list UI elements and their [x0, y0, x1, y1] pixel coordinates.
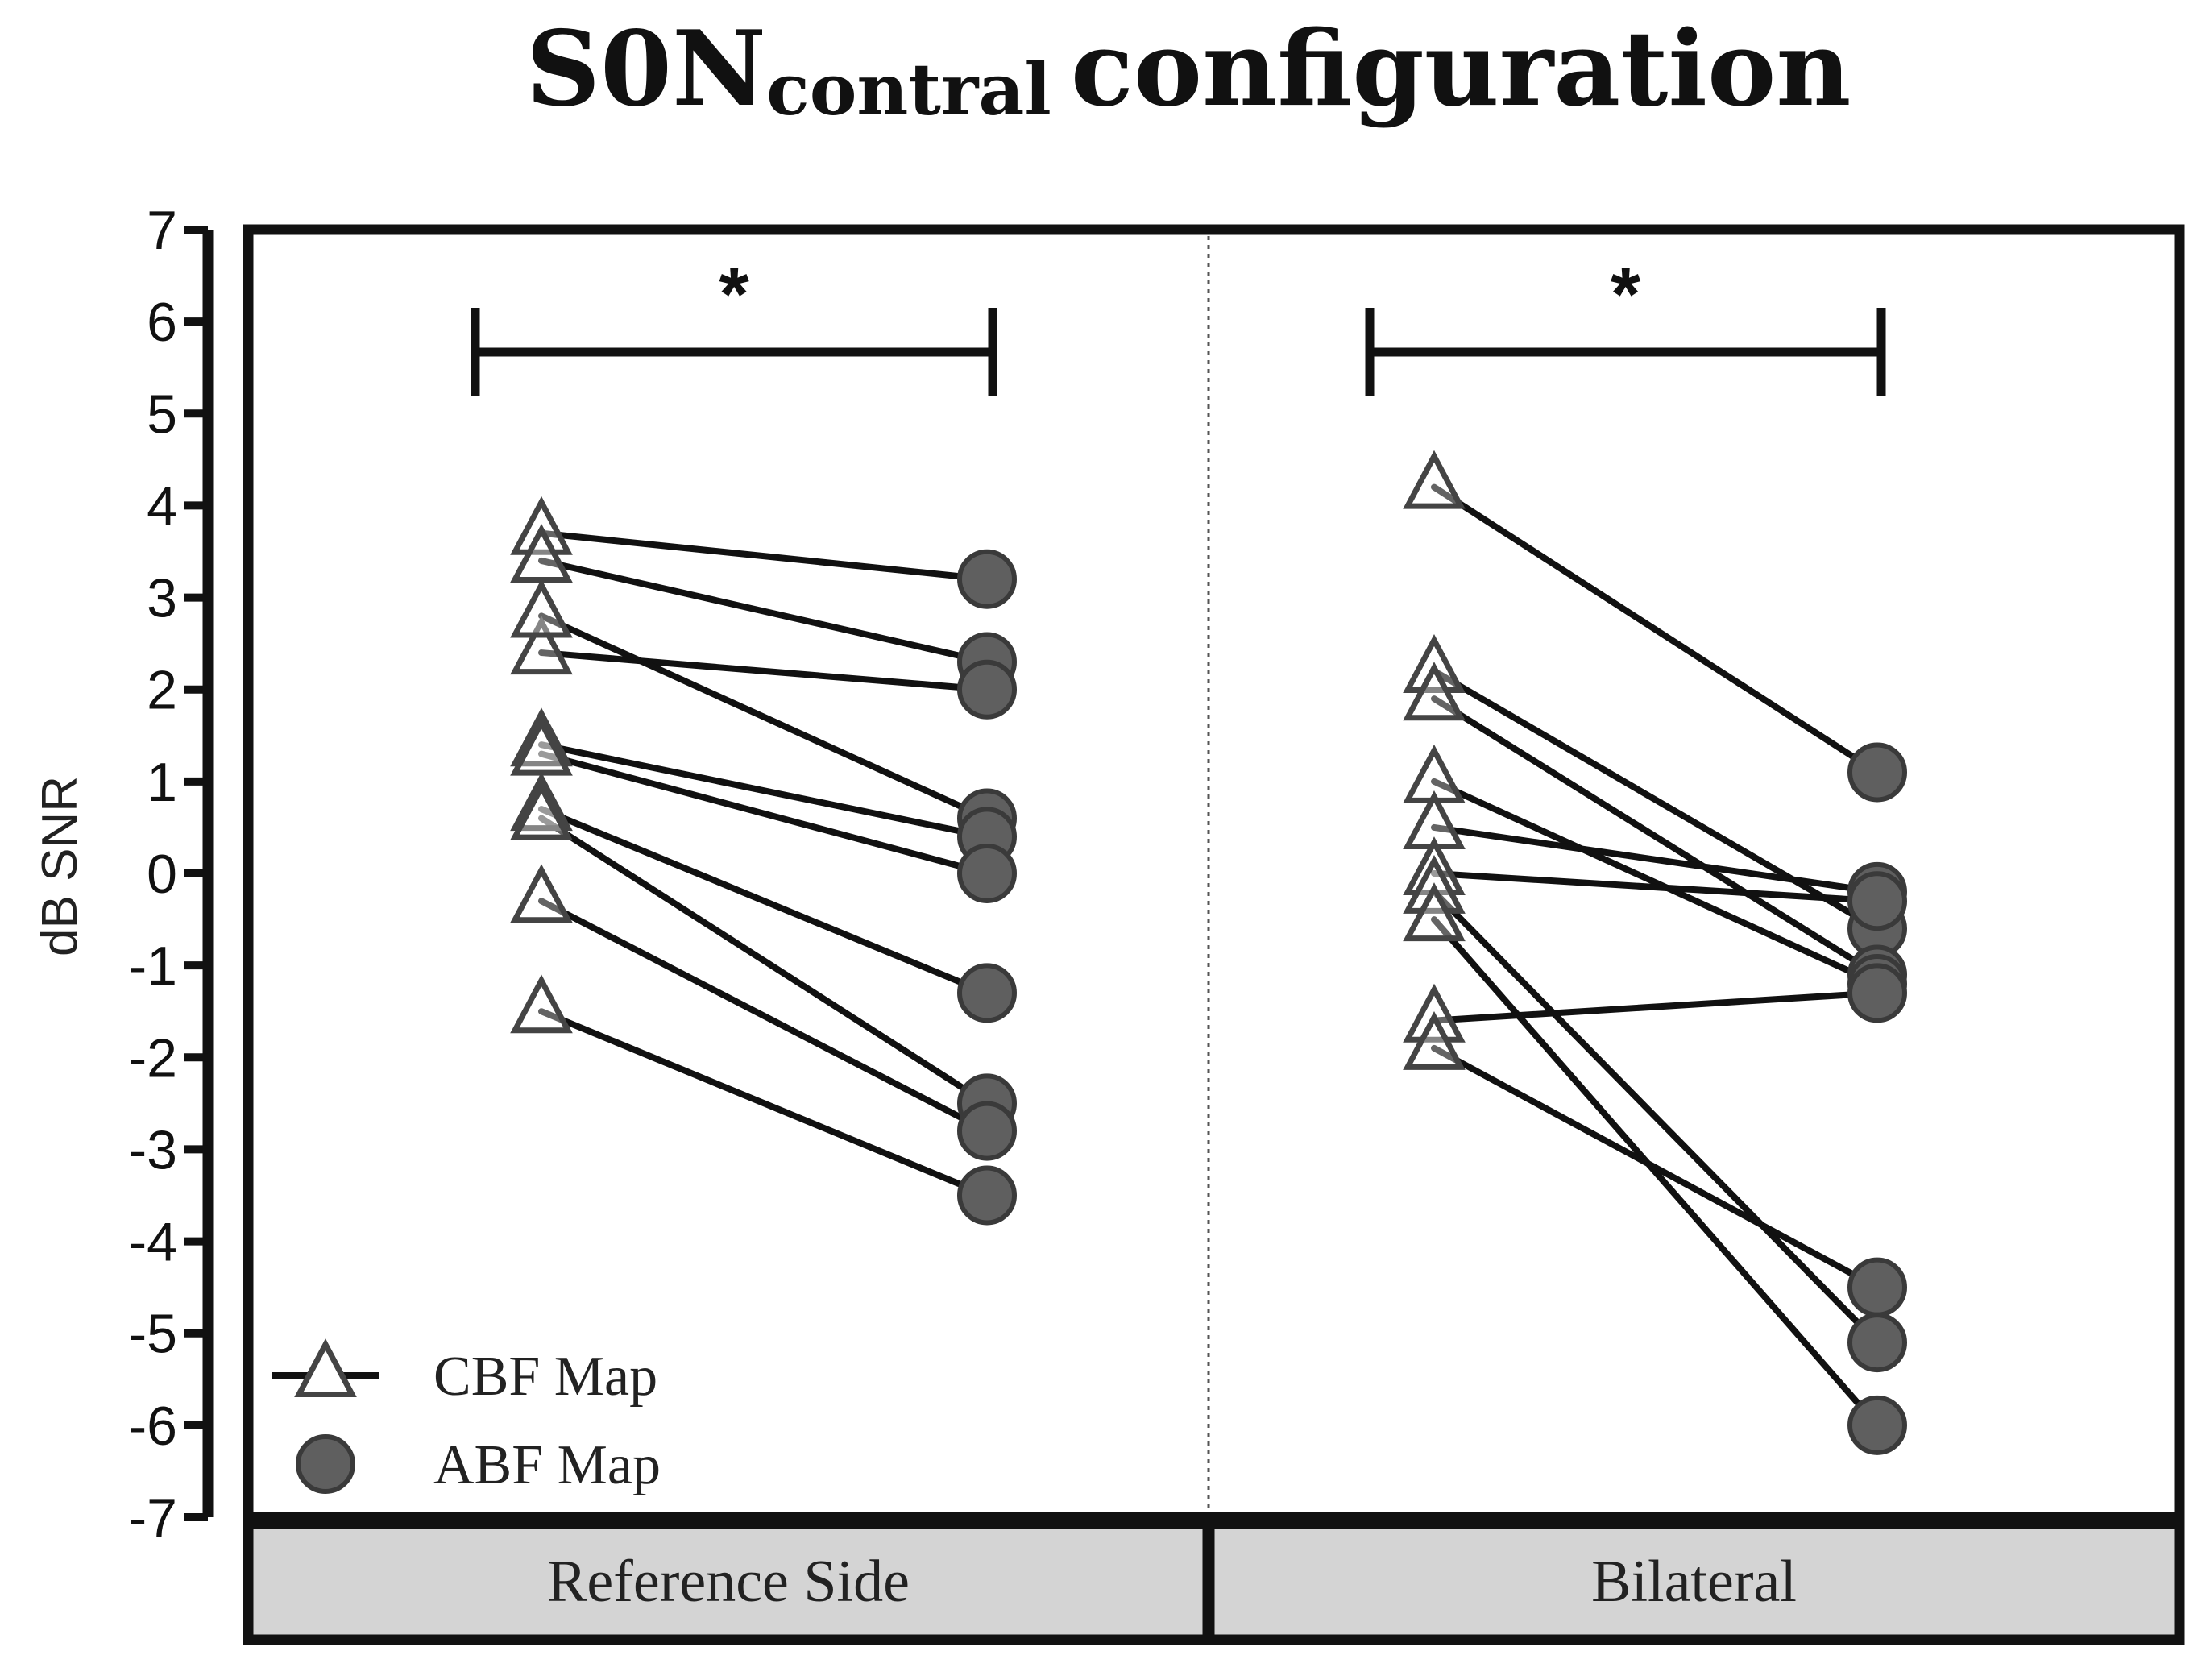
paired-line: [538, 529, 990, 583]
abf-point: [1847, 871, 1907, 931]
abf-point: [957, 963, 1017, 1023]
cbf-point: [510, 579, 573, 638]
title-subscript: contral: [766, 48, 1051, 131]
paired-line: [538, 750, 990, 877]
y-tick-label: 0: [147, 844, 177, 905]
cbf-point: [1403, 882, 1466, 942]
abf-point: [957, 549, 1017, 609]
paired-line: [1431, 778, 1880, 987]
y-tick-label: 2: [147, 660, 177, 721]
significance-star: *: [719, 251, 749, 338]
paired-line: [538, 557, 990, 666]
paired-line: [1431, 667, 1880, 932]
paired-line: [1431, 823, 1880, 895]
abf-point: [1847, 1257, 1907, 1317]
y-tick-label: 4: [147, 475, 177, 537]
abf-point: [957, 1165, 1017, 1226]
plot-frame: [243, 224, 2185, 1523]
y-tick-label: -3: [129, 1119, 177, 1180]
paired-line: [538, 898, 990, 1135]
abf-point: [957, 1101, 1017, 1161]
cbf-point: [510, 864, 573, 923]
paired-line: [538, 649, 990, 693]
y-tick-label: -7: [129, 1487, 177, 1549]
paired-line: [1431, 989, 1880, 1024]
legend-abf-circle: [296, 1434, 355, 1494]
y-tick-label: -2: [129, 1027, 177, 1089]
cbf-point: [1403, 450, 1466, 509]
y-tick-label: 1: [147, 752, 177, 813]
paired-line: [538, 612, 990, 822]
paired-line: [1431, 888, 1880, 1346]
paired-line: [538, 1008, 990, 1199]
y-tick-label: 6: [147, 292, 177, 353]
paired-line: [538, 806, 990, 997]
paired-line: [538, 815, 990, 1107]
abf-point: [957, 844, 1017, 903]
cbf-point: [1403, 1010, 1466, 1070]
paired-line: [1431, 1044, 1880, 1291]
title-main: S0N: [526, 9, 767, 130]
legend-abf-label: ABF Map: [433, 1434, 661, 1496]
paired-line: [1431, 483, 1880, 776]
y-tick-label: -1: [129, 935, 177, 997]
cbf-point: [1403, 662, 1466, 721]
legend-cbf-label: CBF Map: [433, 1346, 657, 1408]
abf-point: [1847, 1395, 1907, 1455]
abf-point: [1847, 1313, 1907, 1373]
y-tick-label: 3: [147, 568, 177, 629]
abf-point: [957, 659, 1017, 720]
legend-cbf-triangle: [294, 1338, 357, 1398]
significance-star: *: [1611, 251, 1641, 338]
cbf-point: [510, 974, 573, 1034]
y-tick-label: -4: [129, 1212, 177, 1273]
y-tick-label: 7: [147, 200, 177, 261]
paired-line: [538, 741, 990, 840]
cbf-point: [510, 781, 573, 840]
abf-point: [1847, 742, 1907, 803]
paired-line: [1431, 695, 1880, 978]
paired-line: [1431, 870, 1880, 905]
y-tick-label: -5: [129, 1304, 177, 1365]
y-tick-label: 5: [147, 384, 177, 445]
paired-line: [1431, 916, 1880, 1429]
abf-point: [1847, 963, 1907, 1023]
title-rest: configuration: [1071, 9, 1851, 130]
y-axis-label: dB SNR: [32, 776, 88, 956]
panel-label-bilateral: Bilateral: [1591, 1549, 1797, 1615]
cbf-point: [510, 616, 573, 675]
y-tick-label: -6: [129, 1396, 177, 1457]
panel-label-reference-side: Reference Side: [547, 1549, 910, 1615]
